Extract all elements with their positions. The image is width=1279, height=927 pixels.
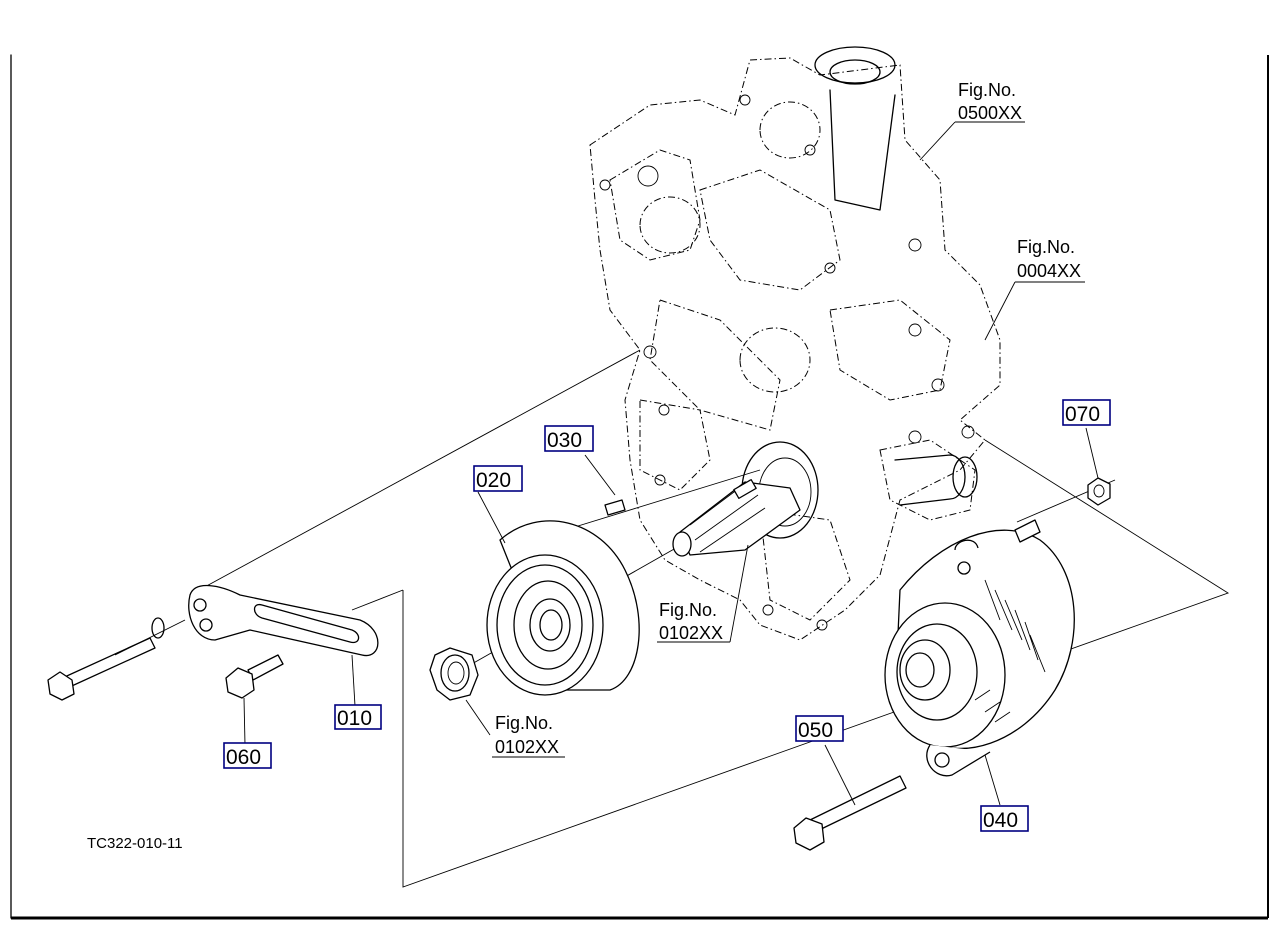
fig-ref-0500: Fig.No. 0500XX xyxy=(958,80,1022,123)
callout-label[interactable]: 050 xyxy=(798,719,833,742)
callout-060[interactable]: 060 xyxy=(223,742,272,769)
callout-label[interactable]: 010 xyxy=(337,707,372,730)
callout-040[interactable]: 040 xyxy=(980,805,1029,832)
crankshaft-stub xyxy=(672,479,801,557)
callout-010[interactable]: 010 xyxy=(334,704,382,730)
callout-label[interactable]: 020 xyxy=(476,469,511,492)
crankshaft-nut xyxy=(429,647,491,736)
gear-case-housing xyxy=(589,46,1001,641)
fig-ref-0004: Fig.No. 0004XX xyxy=(1017,237,1081,281)
callout-020[interactable]: 020 xyxy=(473,465,523,492)
callout-050[interactable]: 050 xyxy=(795,715,844,742)
callout-label[interactable]: 040 xyxy=(983,809,1018,832)
fig-ref-number: 0500XX xyxy=(958,103,1022,123)
fan-drive-pulley xyxy=(477,491,640,696)
bracket-short-bolt xyxy=(225,654,284,746)
fig-ref-0102-crank: Fig.No. 0102XX xyxy=(659,600,723,643)
callout-label[interactable]: 060 xyxy=(226,746,261,769)
alternator xyxy=(884,519,1075,806)
fig-ref-title: Fig.No. xyxy=(495,713,553,733)
fig-ref-title: Fig.No. xyxy=(659,600,717,620)
drawing-frame xyxy=(10,54,1269,920)
fig-ref-number: 0102XX xyxy=(495,737,559,757)
callout-070[interactable]: 070 xyxy=(1062,399,1111,426)
callout-label[interactable]: 030 xyxy=(547,429,582,452)
fig-ref-0102-nut: Fig.No. 0102XX xyxy=(495,713,559,757)
fig-ref-title: Fig.No. xyxy=(1017,237,1075,257)
callout-label[interactable]: 070 xyxy=(1065,403,1100,426)
callout-030[interactable]: 030 xyxy=(544,425,594,452)
feather-key xyxy=(584,454,626,516)
figure-ref-leaders xyxy=(492,121,1085,758)
fig-ref-number: 0102XX xyxy=(659,623,723,643)
fig-ref-number: 0004XX xyxy=(1017,261,1081,281)
fig-ref-title: Fig.No. xyxy=(958,80,1016,100)
alternator-long-bolt xyxy=(793,744,907,851)
alternator-nut xyxy=(1085,427,1111,506)
drawing-code: TC322-010-11 xyxy=(87,835,183,852)
alternator-bracket xyxy=(188,584,379,707)
bracket-long-bolt xyxy=(47,617,186,701)
